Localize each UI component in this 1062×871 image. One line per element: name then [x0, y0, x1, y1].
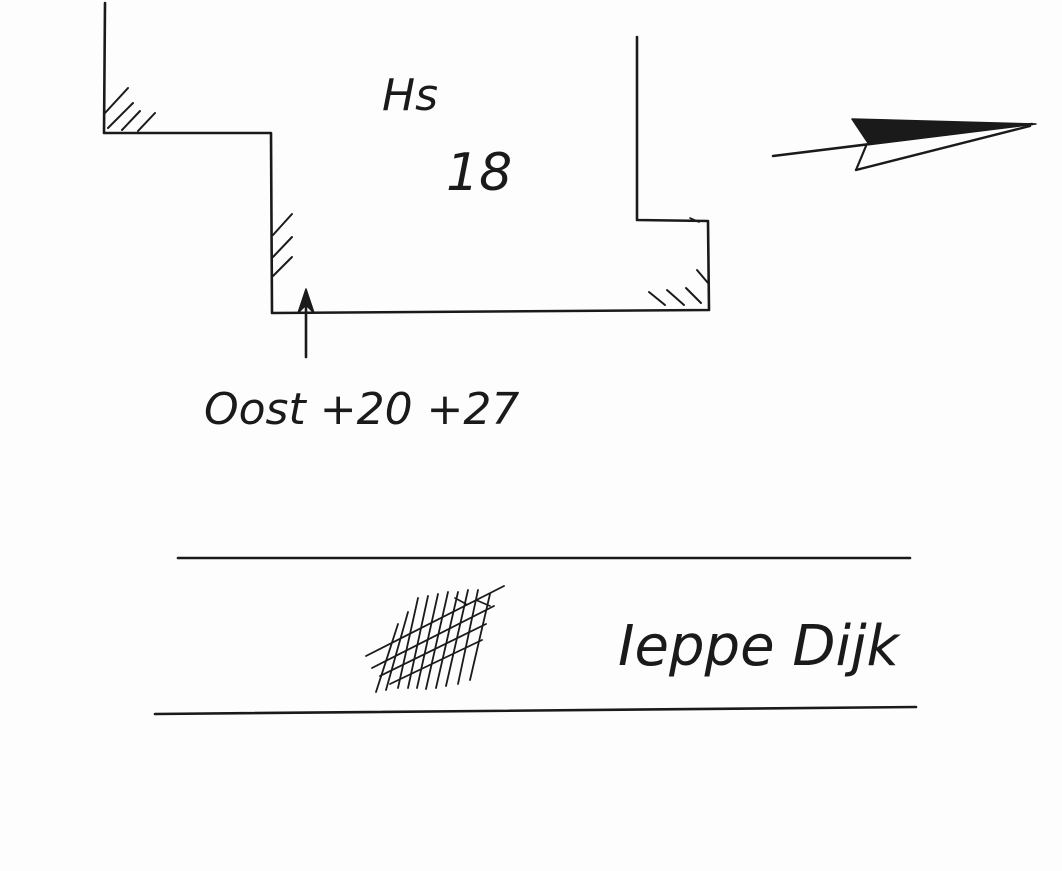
hatch-mark-icon [648, 217, 709, 306]
house-number: 18 [446, 143, 512, 203]
hatch-mark-icon [104, 87, 156, 132]
hatch-mark-icon [272, 213, 293, 277]
hatch-marks [104, 87, 709, 306]
entrance-arrow-icon [297, 288, 315, 359]
lower-divider [153, 705, 918, 716]
entrance-label: Oost +20 +27 [204, 384, 519, 435]
signature [365, 585, 505, 693]
house-label: Hs [382, 70, 438, 121]
signer-name: Ieppe Dijk [618, 614, 902, 679]
north-arrow-icon [771, 118, 1037, 172]
plot-outline [102, 1, 711, 315]
